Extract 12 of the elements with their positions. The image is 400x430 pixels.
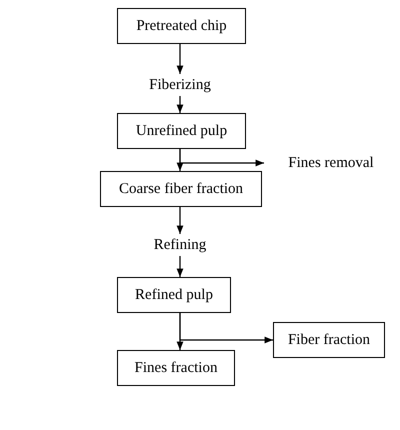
process-box: Fines fraction — [117, 350, 235, 386]
process-box: Coarse fiber fraction — [100, 171, 262, 207]
arrow — [179, 149, 264, 166]
process-box: Pretreated chip — [117, 8, 246, 44]
process-box: Fiber fraction — [273, 322, 385, 358]
arrow — [176, 207, 184, 234]
arrow — [176, 44, 184, 74]
process-box: Refined pulp — [117, 277, 231, 313]
process-box: Unrefined pulp — [117, 113, 246, 149]
arrow — [176, 96, 184, 113]
arrow — [176, 256, 184, 277]
arrow — [176, 313, 184, 350]
